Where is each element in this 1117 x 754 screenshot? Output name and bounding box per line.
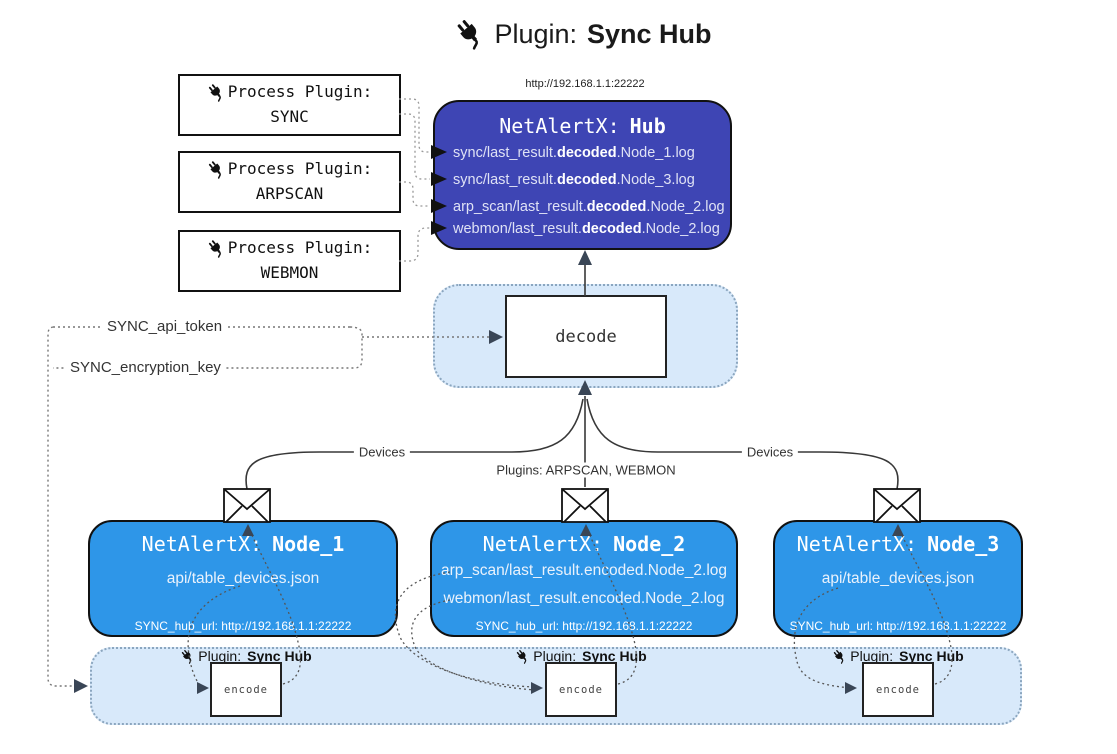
encode-box-3: encode — [862, 662, 934, 717]
plugin-connectors — [399, 98, 430, 262]
node-title: NetAlertX:Node_2 — [482, 532, 686, 556]
node-3-box: NetAlertX:Node_3 api/table_devices.json … — [773, 520, 1023, 637]
hub-log-line: arp_scan/last_result.decoded.Node_2.log — [453, 199, 725, 215]
plug-icon — [207, 83, 226, 102]
hub-log-line: sync/last_result.decoded.Node_3.log — [453, 172, 695, 188]
plug-icon — [180, 649, 195, 664]
process-plugin-label: Process Plugin: — [227, 159, 373, 179]
envelope-icon — [873, 488, 921, 523]
node-hub-url: SYNC_hub_url: http://192.168.1.1:22222 — [475, 619, 693, 633]
plug-icon — [454, 18, 486, 50]
encode-box-1: encode — [210, 662, 282, 717]
hub-title: NetAlertX: Hub — [435, 114, 730, 138]
process-plugin-label: Process Plugin: — [227, 82, 373, 102]
hub-title-bold: Hub — [629, 114, 666, 138]
node-title: NetAlertX:Node_1 — [141, 532, 345, 556]
node-title: NetAlertX:Node_3 — [796, 532, 1000, 556]
devices-label-right: Devices — [741, 444, 799, 460]
hub-box: NetAlertX: Hub sync/last_result.decoded.N… — [433, 100, 732, 250]
plug-icon — [515, 649, 530, 664]
node-file: api/table_devices.json — [821, 570, 975, 587]
process-plugin-arpscan: Process Plugin: ARPSCAN — [178, 151, 401, 213]
envelope-icons — [223, 488, 921, 523]
encode-box-2: encode — [545, 662, 617, 717]
hub-log-line: sync/last_result.decoded.Node_1.log — [453, 145, 695, 161]
hub-log-line: webmon/last_result.decoded.Node_2.log — [453, 221, 720, 237]
decode-box: decode — [505, 295, 667, 378]
plug-icon — [207, 239, 226, 258]
node-hub-url: SYNC_hub_url: http://192.168.1.1:22222 — [789, 619, 1007, 633]
node-2-box: NetAlertX:Node_2 arp_scan/last_result.en… — [430, 520, 738, 637]
node-file: arp_scan/last_result.encoded.Node_2.log — [440, 562, 728, 579]
title-bold: Sync Hub — [587, 18, 712, 49]
process-plugin-sync: Process Plugin: SYNC — [178, 74, 401, 136]
node-file: api/table_devices.json — [166, 570, 320, 587]
devices-label-left: Devices — [353, 444, 411, 460]
page-title: Plugin: Sync Hub — [454, 18, 712, 50]
process-plugin-label: Process Plugin: — [227, 238, 373, 258]
plugins-label: Plugins: ARPSCAN, WEBMON — [491, 462, 681, 478]
sync-api-token-label: SYNC_api_token — [103, 318, 227, 335]
process-plugin-name: SYNC — [270, 107, 309, 126]
node-file: webmon/last_result.encoded.Node_2.log — [443, 590, 725, 607]
envelope-icon — [223, 488, 271, 523]
envelope-icon — [561, 488, 609, 523]
process-plugin-webmon: Process Plugin: WEBMON — [178, 230, 401, 292]
title-prefix: Plugin: — [494, 18, 578, 49]
node-hub-url: SYNC_hub_url: http://192.168.1.1:22222 — [134, 619, 352, 633]
process-plugin-name: WEBMON — [260, 263, 319, 282]
plug-icon — [832, 649, 847, 664]
plug-icon — [207, 160, 226, 179]
sync-encryption-key-label: SYNC_encryption_key — [66, 359, 225, 376]
hub-url-label: http://192.168.1.1:22222 — [525, 78, 645, 90]
node-1-box: NetAlertX:Node_1 api/table_devices.json … — [88, 520, 398, 637]
hub-title-prefix: NetAlertX: — [499, 114, 620, 138]
process-plugin-name: ARPSCAN — [255, 184, 324, 203]
